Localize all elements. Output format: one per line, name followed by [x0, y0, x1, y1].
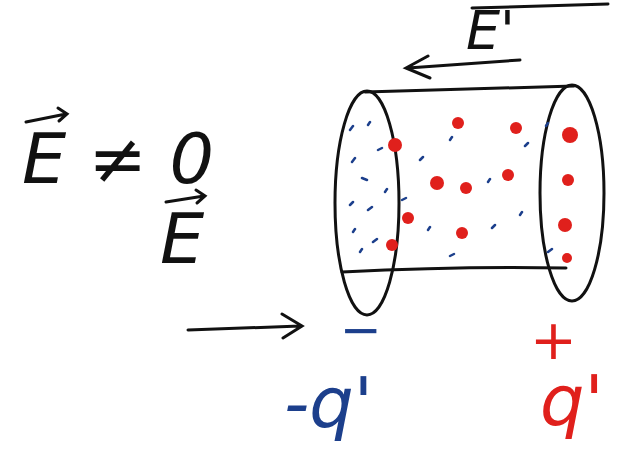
field-arrow [406, 56, 520, 78]
charge-label: q' [540, 366, 604, 436]
cylinder-side [342, 268, 566, 273]
field-arrow [188, 314, 302, 338]
positive-sign: + [530, 312, 577, 368]
induced-field-label: E' [466, 4, 515, 58]
cylinder-side [365, 86, 574, 92]
vector-arrow [26, 108, 67, 122]
negative-charges [350, 122, 552, 256]
field-condition: E ≠ 0 [22, 124, 214, 194]
charge-label: -q' [284, 368, 373, 438]
field-label: E [160, 204, 204, 274]
negative-sign: − [340, 305, 382, 355]
positive-charges [386, 117, 578, 263]
